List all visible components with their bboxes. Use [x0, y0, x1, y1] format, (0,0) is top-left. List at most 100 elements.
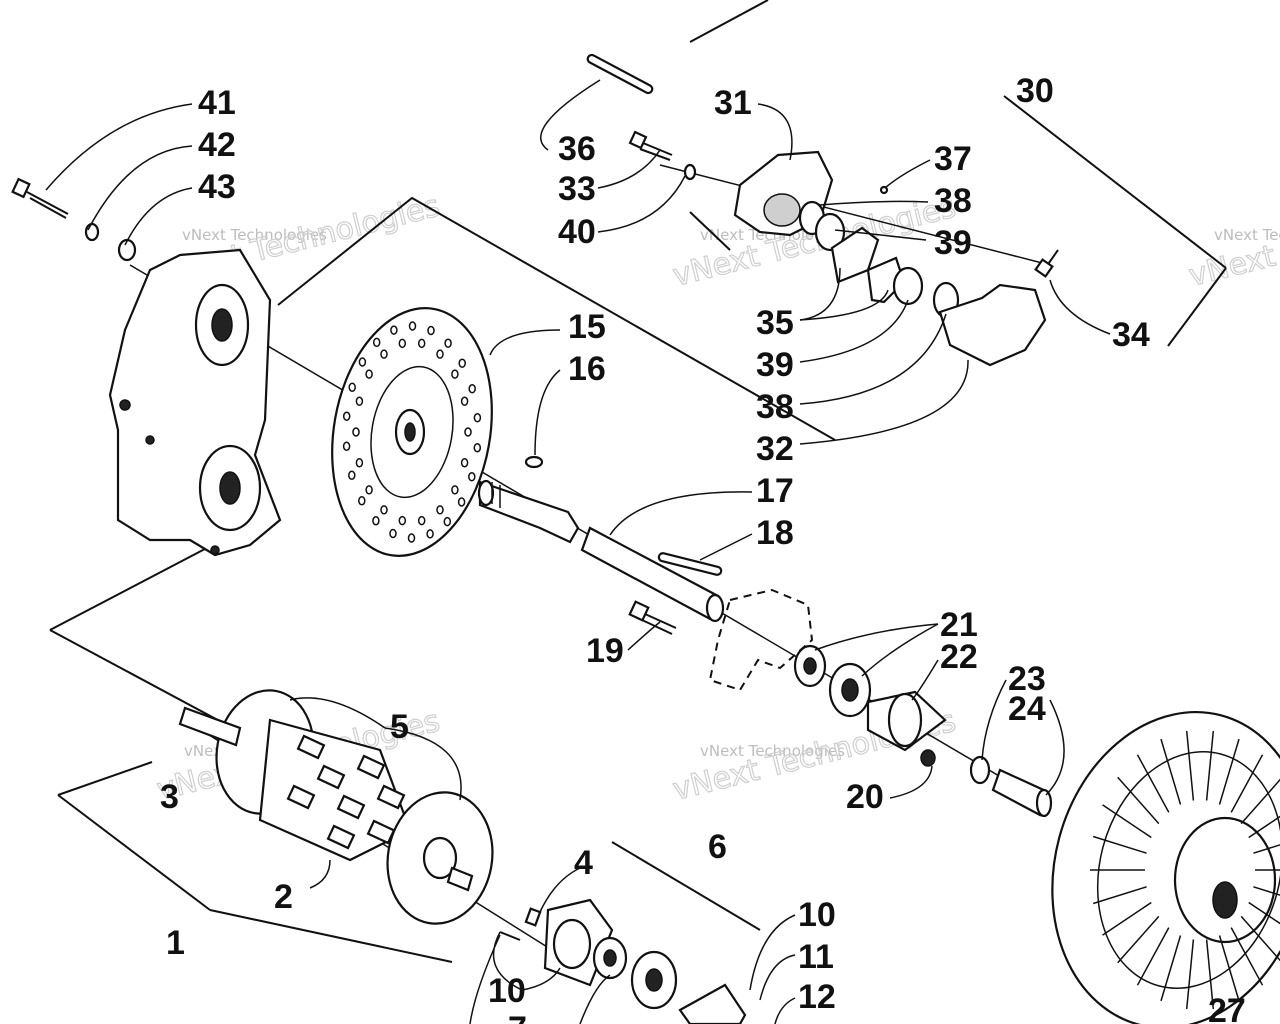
caliper-half-32 — [938, 283, 1047, 367]
clutch-weight — [366, 819, 396, 845]
clutch-fin — [1248, 815, 1280, 839]
label-33: 33 — [558, 170, 596, 208]
disc-hole — [398, 338, 407, 349]
label-30: 30 — [1016, 72, 1054, 110]
label-7: 7 — [508, 1010, 527, 1024]
washer-23 — [969, 755, 991, 785]
disc-hole — [473, 443, 482, 453]
spacer-24 — [991, 768, 1053, 818]
bolt-4 — [499, 907, 542, 941]
disc-hole — [342, 441, 351, 452]
disc-hole — [365, 369, 373, 379]
label-39: 39 — [934, 224, 972, 262]
disc-hole — [355, 458, 364, 468]
label-12: 12 — [798, 978, 836, 1016]
clutch-fin — [1102, 804, 1152, 839]
splined-shaft — [477, 479, 580, 544]
label-37: 37 — [934, 140, 972, 178]
nut-20 — [920, 749, 936, 767]
disc-hole — [380, 505, 388, 515]
label-42: 42 — [198, 126, 236, 164]
sleeve-17 — [580, 526, 725, 623]
part-labels: 41 42 43 36 33 40 31 30 37 38 39 35 39 3… — [160, 72, 1246, 1024]
flange-plate-right — [678, 983, 747, 1024]
label-1: 1 — [166, 924, 185, 962]
bleeder-34 — [1034, 249, 1059, 278]
disc-hole — [417, 338, 426, 349]
disc-hole — [348, 470, 356, 481]
label-11: 11 — [798, 938, 834, 976]
clutch-fin — [1218, 738, 1240, 805]
disc-hole — [460, 458, 469, 468]
disc-hole — [389, 528, 397, 539]
label-32: 32 — [756, 430, 794, 468]
label-17: 17 — [756, 472, 794, 510]
bearing-group-6a — [592, 936, 628, 980]
key-18 — [657, 552, 723, 576]
disc-hole — [342, 411, 351, 421]
disc-hole — [398, 515, 407, 526]
disc-hole — [458, 358, 466, 368]
label-23: 23 — [1008, 660, 1046, 698]
label-15: 15 — [568, 308, 606, 346]
clutch-weight — [326, 824, 356, 850]
disc-hole — [444, 338, 452, 348]
label-21: 21 — [940, 606, 978, 644]
driven-clutch — [1051, 711, 1280, 1024]
clutch-weight — [336, 794, 366, 820]
disc-hole — [390, 325, 398, 335]
disc-hole — [372, 337, 381, 348]
drive-clutch-shaft — [178, 706, 474, 892]
label-38b: 38 — [756, 388, 794, 426]
chaincase-housing — [108, 248, 282, 557]
disc-hole — [355, 396, 364, 406]
clutch-fin — [1230, 754, 1264, 813]
bolt-19 — [628, 600, 677, 635]
label-2: 2 — [274, 878, 293, 916]
label-5: 5 — [390, 708, 409, 746]
clutch-fin — [1136, 754, 1170, 813]
svg-text:vNext Technologies: vNext Technologies — [1214, 226, 1280, 244]
disc-hole — [451, 369, 459, 379]
clutch-weight — [296, 734, 326, 760]
label-40: 40 — [558, 213, 596, 251]
disc-hole — [464, 427, 472, 437]
clutch-fin — [1092, 886, 1147, 905]
label-31: 31 — [714, 84, 752, 122]
clutch-fin — [1253, 844, 1280, 854]
label-3: 3 — [160, 778, 179, 816]
disc-hole — [473, 412, 482, 423]
label-6: 6 — [708, 828, 727, 866]
clutch-fin — [1185, 939, 1195, 1010]
bearing-21a — [793, 644, 827, 688]
watermark-5: vNext Technologies vNext Technologies — [1185, 189, 1280, 294]
disc-hole — [380, 349, 388, 359]
label-18: 18 — [756, 514, 794, 552]
clutch-weight — [356, 754, 386, 780]
disc-hole — [436, 505, 444, 515]
label-34: 34 — [1112, 316, 1150, 354]
clutch-fin — [1248, 901, 1280, 925]
disc-hole — [417, 515, 426, 526]
pin-36 — [586, 53, 654, 95]
piston-39a — [814, 212, 846, 252]
clutch-fin — [1117, 776, 1160, 825]
clutch-weight — [286, 784, 316, 810]
svg-text:vNext Technologies: vNext Technologies — [182, 226, 327, 244]
clutch-fin — [1240, 915, 1280, 962]
disc-hole — [468, 471, 476, 482]
label-39b: 39 — [756, 346, 794, 384]
label-20: 20 — [846, 778, 884, 816]
bearing-group-6b — [630, 950, 678, 1010]
clutch-fin — [1253, 886, 1280, 896]
disc-hole — [365, 485, 373, 495]
clutch-weight — [376, 784, 406, 810]
piston-39b — [892, 266, 924, 306]
disc-hole — [436, 349, 444, 359]
bolt-41 — [11, 177, 69, 219]
flange-22 — [866, 690, 947, 752]
disc-hole — [457, 497, 466, 507]
clutch-fin — [1230, 927, 1264, 986]
